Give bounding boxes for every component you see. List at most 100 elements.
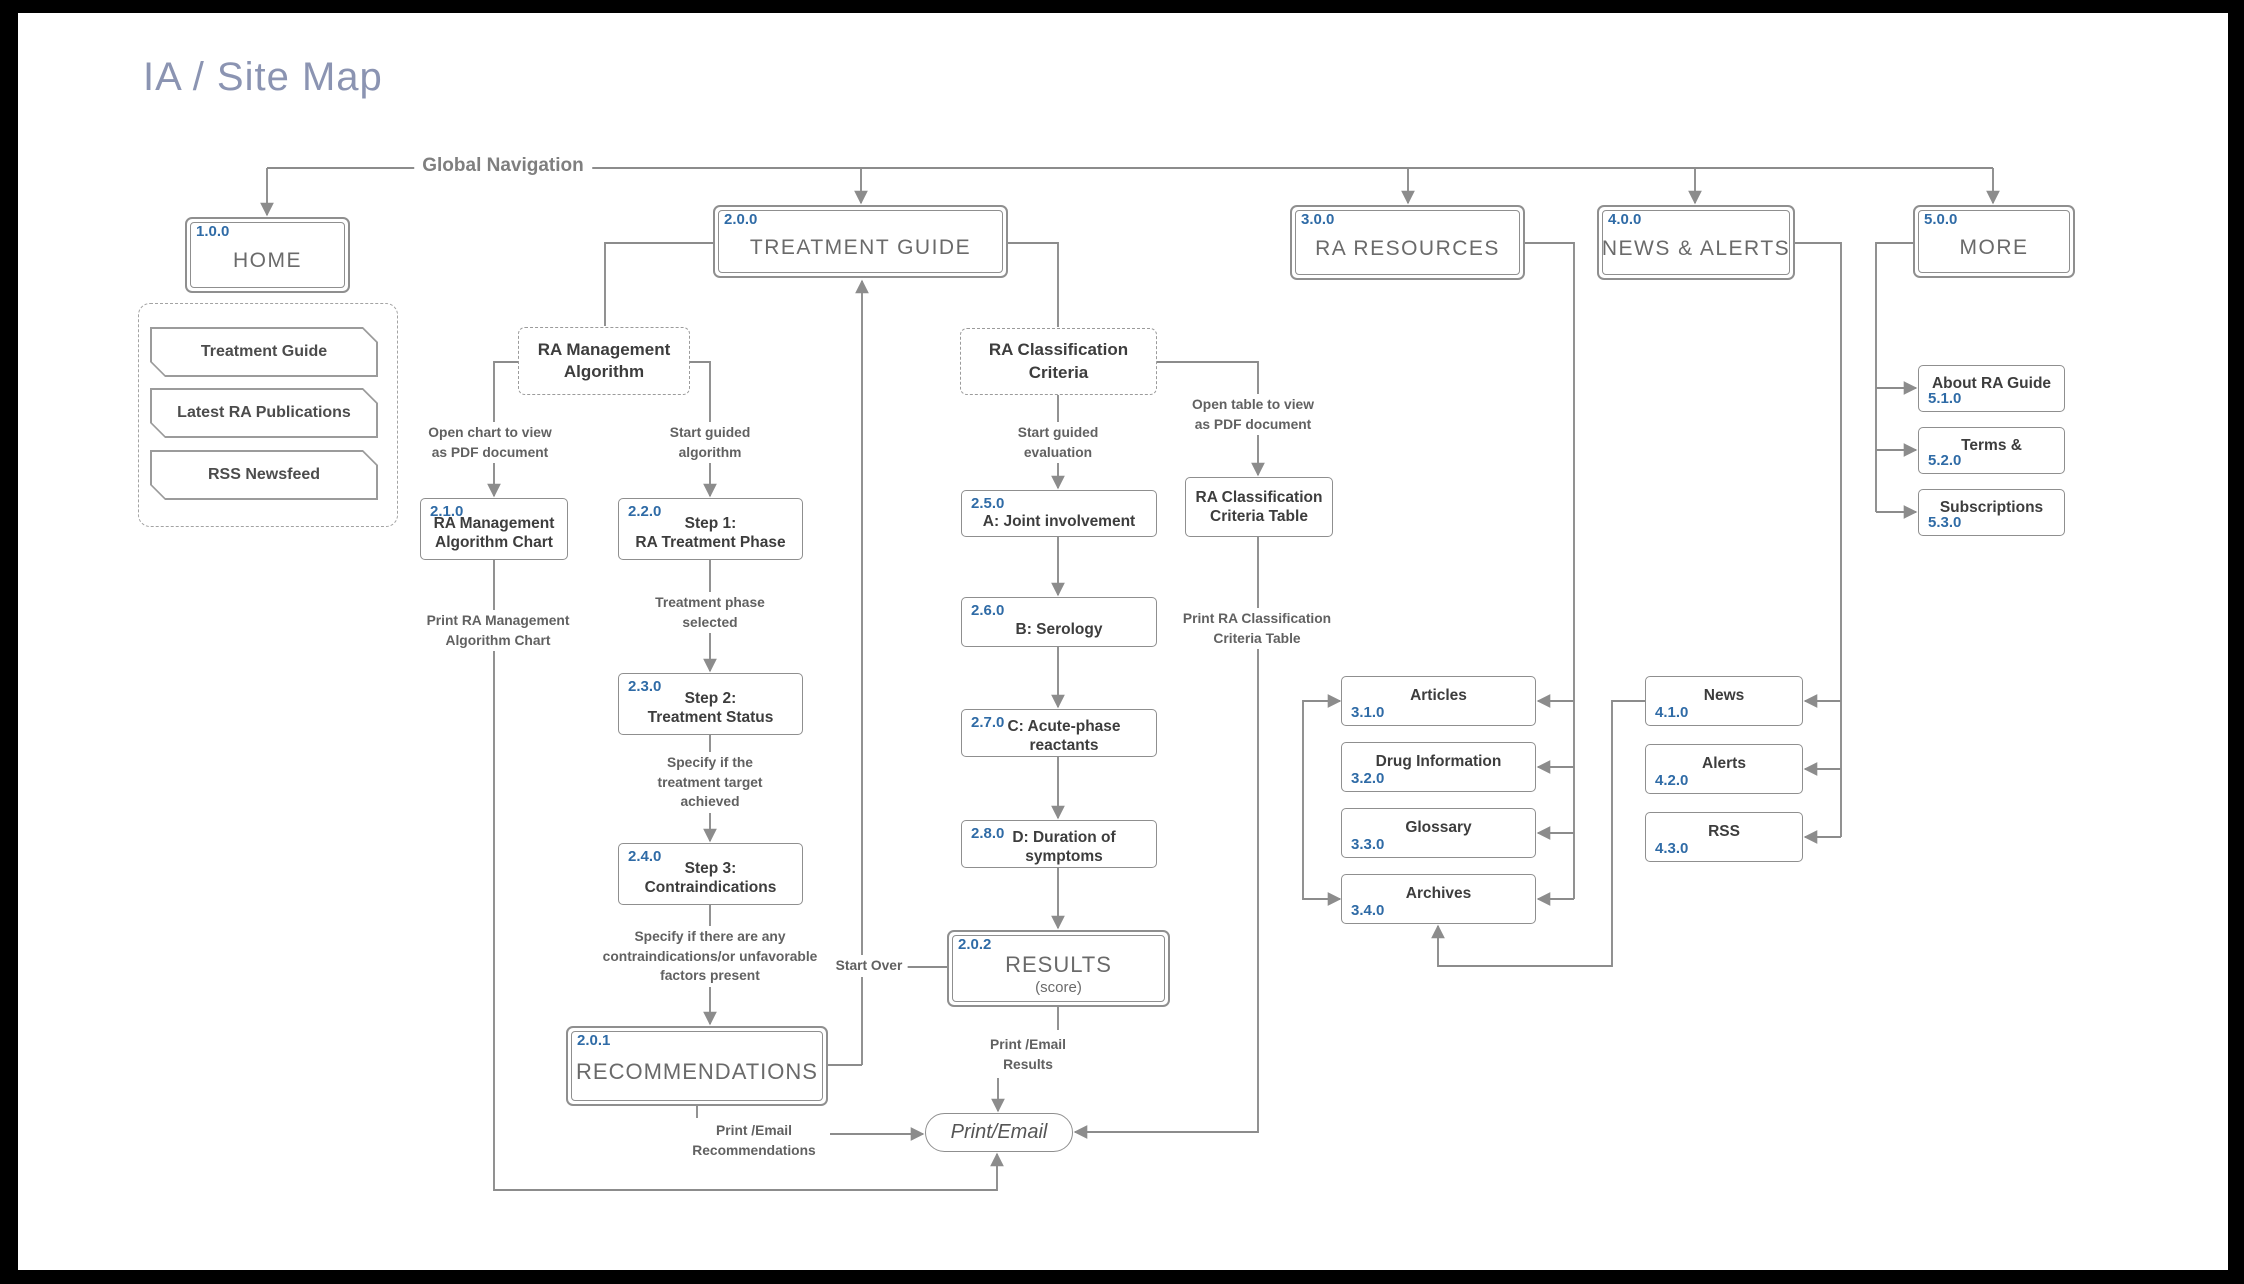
node-number: 2.3.0 — [628, 678, 662, 695]
node-glossary[interactable]: 3.3.0 Glossary — [1341, 808, 1536, 858]
annotation-print-email-recommendations: Print /Email Recommendations — [687, 1120, 821, 1162]
annotation-contraindications-present: Specify if there are any contraindicatio… — [597, 926, 823, 987]
home-links-group — [138, 303, 398, 527]
node-label: News — [1703, 687, 1745, 705]
node-number: 2.4.0 — [628, 848, 662, 865]
node-label: MORE — [1959, 235, 2029, 259]
node-number: 3.2.0 — [1351, 770, 1385, 787]
annotation-treatment-target-achieved: Specify if the treatment target achieved — [652, 752, 768, 813]
node-number: 2.8.0 — [971, 825, 1005, 842]
node-label: Print/Email — [950, 1121, 1048, 1143]
node-terms[interactable]: 5.2.0 Terms & — [1918, 427, 2065, 474]
node-label: Alerts — [1702, 755, 1746, 773]
node-ra-resources[interactable]: 3.0.0 RA RESOURCES — [1290, 205, 1525, 280]
node-label: D: Duration of symptoms — [1012, 828, 1116, 865]
node-label: B: Serology — [1015, 621, 1103, 639]
node-number: 2.0.2 — [958, 936, 992, 953]
node-label: Terms & — [1961, 436, 2022, 454]
node-label: Archives — [1405, 885, 1472, 903]
node-label: Articles — [1410, 687, 1467, 705]
node-number: 3.1.0 — [1351, 704, 1385, 721]
node-recommendations[interactable]: 2.0.1 RECOMMENDATIONS — [566, 1026, 828, 1106]
node-number: 2.0.1 — [577, 1032, 611, 1049]
annotation-print-criteria-table: Print RA Classification Criteria Table — [1177, 608, 1337, 650]
page-title: IA / Site Map — [143, 55, 383, 99]
node-label: Subscriptions — [1939, 498, 2044, 516]
annotation-start-guided-evaluation: Start guided evaluation — [1012, 422, 1104, 464]
node-news[interactable]: 4.1.0 News — [1645, 676, 1803, 726]
node-home[interactable]: 1.0.0 HOME — [185, 217, 350, 293]
node-number: 5.2.0 — [1928, 452, 1962, 469]
annotation-treatment-phase-selected: Treatment phase selected — [650, 592, 770, 634]
node-rss[interactable]: 4.3.0 RSS — [1645, 812, 1803, 862]
node-results[interactable]: 2.0.2 RESULTS(score) — [947, 930, 1170, 1007]
node-number: 5.0.0 — [1924, 211, 1958, 228]
node-label: NEWS & ALERTS — [1601, 236, 1791, 260]
home-link-label: Treatment Guide — [152, 329, 377, 376]
group-label: RA Management Algorithm — [537, 339, 671, 381]
node-number: 2.6.0 — [971, 602, 1005, 619]
node-number: 4.3.0 — [1655, 840, 1689, 857]
node-about-ra-guide[interactable]: 5.1.0 About RA Guide — [1918, 365, 2065, 412]
node-duration-of-symptoms[interactable]: 2.8.0 D: Duration of symptoms — [961, 820, 1157, 868]
home-link-label: Latest RA Publications — [152, 390, 377, 437]
annotation-open-table: Open table to view as PDF document — [1187, 394, 1319, 436]
node-label: RSS — [1708, 823, 1740, 841]
node-number: 2.1.0 — [430, 503, 464, 520]
node-serology[interactable]: 2.6.0 B: Serology — [961, 597, 1157, 647]
annotation-start-over: Start Over — [830, 955, 908, 977]
node-treatment-guide[interactable]: 2.0.0 TREATMENT GUIDE — [713, 205, 1008, 278]
node-step1-ra-treatment-phase[interactable]: 2.2.0 Step 1: RA Treatment Phase — [618, 498, 803, 560]
node-label: C: Acute-phase reactants — [1007, 717, 1121, 754]
node-acute-phase-reactants[interactable]: 2.7.0 C: Acute-phase reactants — [961, 709, 1157, 757]
node-articles[interactable]: 3.1.0 Articles — [1341, 676, 1536, 726]
annotation-print-email-results: Print /Email Results — [985, 1034, 1071, 1076]
group-label: RA Classification Criteria — [988, 340, 1129, 382]
node-ra-management-algorithm-chart[interactable]: 2.1.0 RA Management Algorithm Chart — [420, 498, 568, 560]
node-number: 2.5.0 — [971, 495, 1005, 512]
node-label: Step 1: RA Treatment Phase — [635, 514, 786, 551]
node-number: 2.0.0 — [724, 211, 758, 228]
node-joint-involvement[interactable]: 2.5.0 A: Joint involvement — [961, 490, 1157, 537]
node-label: TREATMENT GUIDE — [749, 235, 972, 259]
node-label: RA RESOURCES — [1315, 236, 1500, 260]
node-label: HOME — [233, 249, 302, 272]
home-link-latest-publications[interactable]: Latest RA Publications — [150, 388, 378, 438]
annotation-print-ra-management-chart: Print RA Management Algorithm Chart — [421, 610, 575, 652]
node-drug-information[interactable]: 3.2.0 Drug Information — [1341, 742, 1536, 792]
node-number: 4.1.0 — [1655, 704, 1689, 721]
node-ra-classification-criteria-table[interactable]: RA Classification Criteria Table — [1185, 477, 1333, 537]
node-more[interactable]: 5.0.0 MORE — [1913, 205, 2075, 278]
node-label: RA Classification Criteria Table — [1195, 488, 1323, 525]
node-number: 3.4.0 — [1351, 902, 1385, 919]
node-number: 4.2.0 — [1655, 772, 1689, 789]
annotation-open-chart: Open chart to view as PDF document — [423, 422, 557, 464]
node-label: Step 3: Contraindications — [644, 859, 777, 896]
node-label: Glossary — [1405, 819, 1472, 837]
home-link-treatment-guide[interactable]: Treatment Guide — [150, 327, 378, 377]
annotation-start-guided-algorithm: Start guided algorithm — [664, 422, 756, 464]
home-link-label: RSS Newsfeed — [152, 452, 377, 499]
node-label: About RA Guide — [1931, 374, 2052, 392]
node-label: Drug Information — [1375, 753, 1502, 771]
node-number: 3.3.0 — [1351, 836, 1385, 853]
node-alerts[interactable]: 4.2.0 Alerts — [1645, 744, 1803, 794]
node-subscriptions[interactable]: 5.3.0 Subscriptions — [1918, 489, 2065, 536]
node-label: RESULTS(score) — [1005, 940, 1112, 996]
node-number: 2.7.0 — [971, 714, 1005, 731]
node-label: Step 2: Treatment Status — [647, 689, 774, 726]
node-archives[interactable]: 3.4.0 Archives — [1341, 874, 1536, 924]
node-number: 3.0.0 — [1301, 211, 1335, 228]
group-ra-classification-criteria[interactable]: RA Classification Criteria — [960, 328, 1157, 395]
group-ra-management-algorithm[interactable]: RA Management Algorithm — [518, 327, 690, 395]
node-number: 5.3.0 — [1928, 514, 1962, 531]
node-label: RECOMMENDATIONS — [576, 1058, 818, 1084]
home-link-rss-newsfeed[interactable]: RSS Newsfeed — [150, 450, 378, 500]
global-navigation-label: Global Navigation — [414, 155, 592, 177]
node-news-alerts[interactable]: 4.0.0 NEWS & ALERTS — [1597, 205, 1795, 280]
node-step3-contraindications[interactable]: 2.4.0 Step 3: Contraindications — [618, 843, 803, 905]
node-step2-treatment-status[interactable]: 2.3.0 Step 2: Treatment Status — [618, 673, 803, 735]
node-print-email[interactable]: Print/Email — [925, 1113, 1073, 1152]
results-score-text: (score) — [1035, 978, 1082, 996]
